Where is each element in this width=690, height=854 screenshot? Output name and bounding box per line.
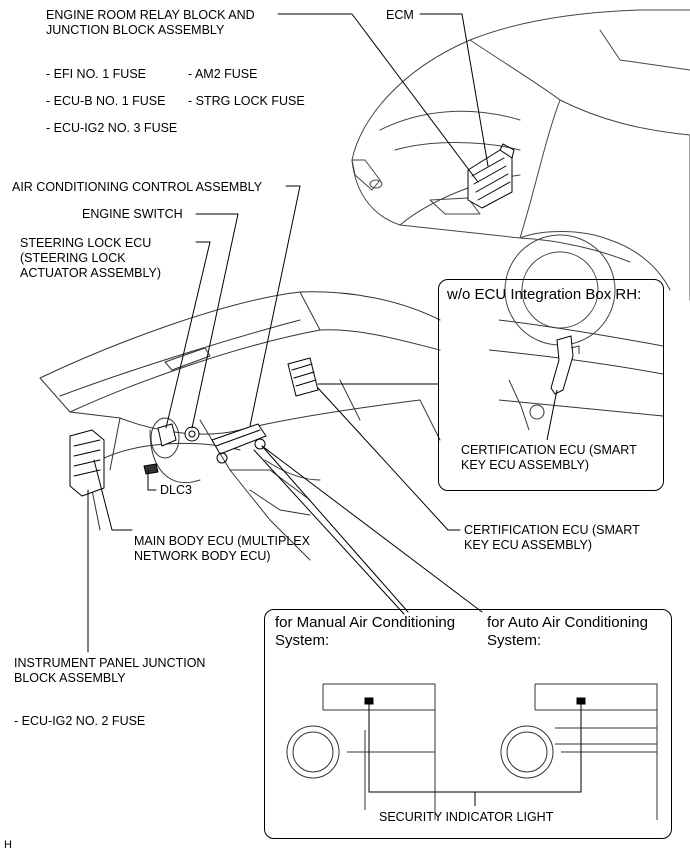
inset-ac-systems: for Manual Air Conditioning System: for … bbox=[264, 609, 672, 839]
cert-ecu-label: CERTIFICATION ECU (SMART KEY ECU ASSEMBL… bbox=[464, 523, 640, 552]
ac-control-label: AIR CONDITIONING CONTROL ASSEMBLY bbox=[12, 180, 263, 194]
ip-junction-block bbox=[69, 429, 105, 497]
inset-ac-artwork bbox=[286, 683, 658, 820]
main-body-ecu-label: MAIN BODY ECU (MULTIPLEX NETWORK BODY EC… bbox=[134, 534, 310, 563]
inset-rh-artwork bbox=[488, 319, 663, 441]
ecub-fuse-label: - ECU-B NO. 1 FUSE bbox=[46, 94, 166, 108]
car-illustration bbox=[351, 9, 690, 346]
dlc3-connector bbox=[143, 463, 159, 475]
certification-ecu bbox=[287, 357, 319, 397]
am2-fuse-label: - AM2 FUSE bbox=[188, 67, 258, 81]
relay-block-label: ENGINE ROOM RELAY BLOCK AND JUNCTION BLO… bbox=[46, 8, 255, 37]
steering-lock-label: STEERING LOCK ECU (STEERING LOCK ACTUATO… bbox=[20, 236, 162, 280]
ac-control bbox=[211, 423, 267, 464]
leader-lines bbox=[87, 13, 489, 653]
ip-junction-label: INSTRUMENT PANEL JUNCTION BLOCK ASSEMBLY bbox=[14, 656, 206, 685]
inset-ecu-integration-box: w/o ECU Integration Box RH: CERTIFICATIO… bbox=[438, 279, 664, 491]
ecuig2-3-fuse-label: - ECU-IG2 NO. 3 FUSE bbox=[46, 121, 178, 135]
engine-switch bbox=[184, 426, 200, 442]
ecm-label: ECM bbox=[386, 8, 414, 22]
efi-fuse-label: - EFI NO. 1 FUSE bbox=[46, 67, 147, 81]
dlc3-label: DLC3 bbox=[160, 483, 192, 497]
inset-rh-cert-ecu-label: CERTIFICATION ECU (SMART KEY ECU ASSEMBL… bbox=[461, 443, 637, 472]
steering-lock-ecu bbox=[157, 423, 177, 447]
ecm-module bbox=[467, 143, 515, 209]
engine-switch-label: ENGINE SWITCH bbox=[82, 207, 183, 221]
inset-rh-title: w/o ECU Integration Box RH: bbox=[447, 286, 642, 303]
dashboard-illustration bbox=[39, 291, 441, 561]
inset-ac-manual-title: for Manual Air Conditioning System: bbox=[275, 614, 456, 649]
corner-code: H bbox=[4, 839, 12, 851]
strg-fuse-label: - STRG LOCK FUSE bbox=[188, 94, 305, 108]
inset-ac-auto-title: for Auto Air Conditioning System: bbox=[487, 614, 648, 649]
security-indicator-label: SECURITY INDICATOR LIGHT bbox=[379, 810, 554, 824]
ecuig2-2-fuse-label: - ECU-IG2 NO. 2 FUSE bbox=[14, 714, 146, 728]
